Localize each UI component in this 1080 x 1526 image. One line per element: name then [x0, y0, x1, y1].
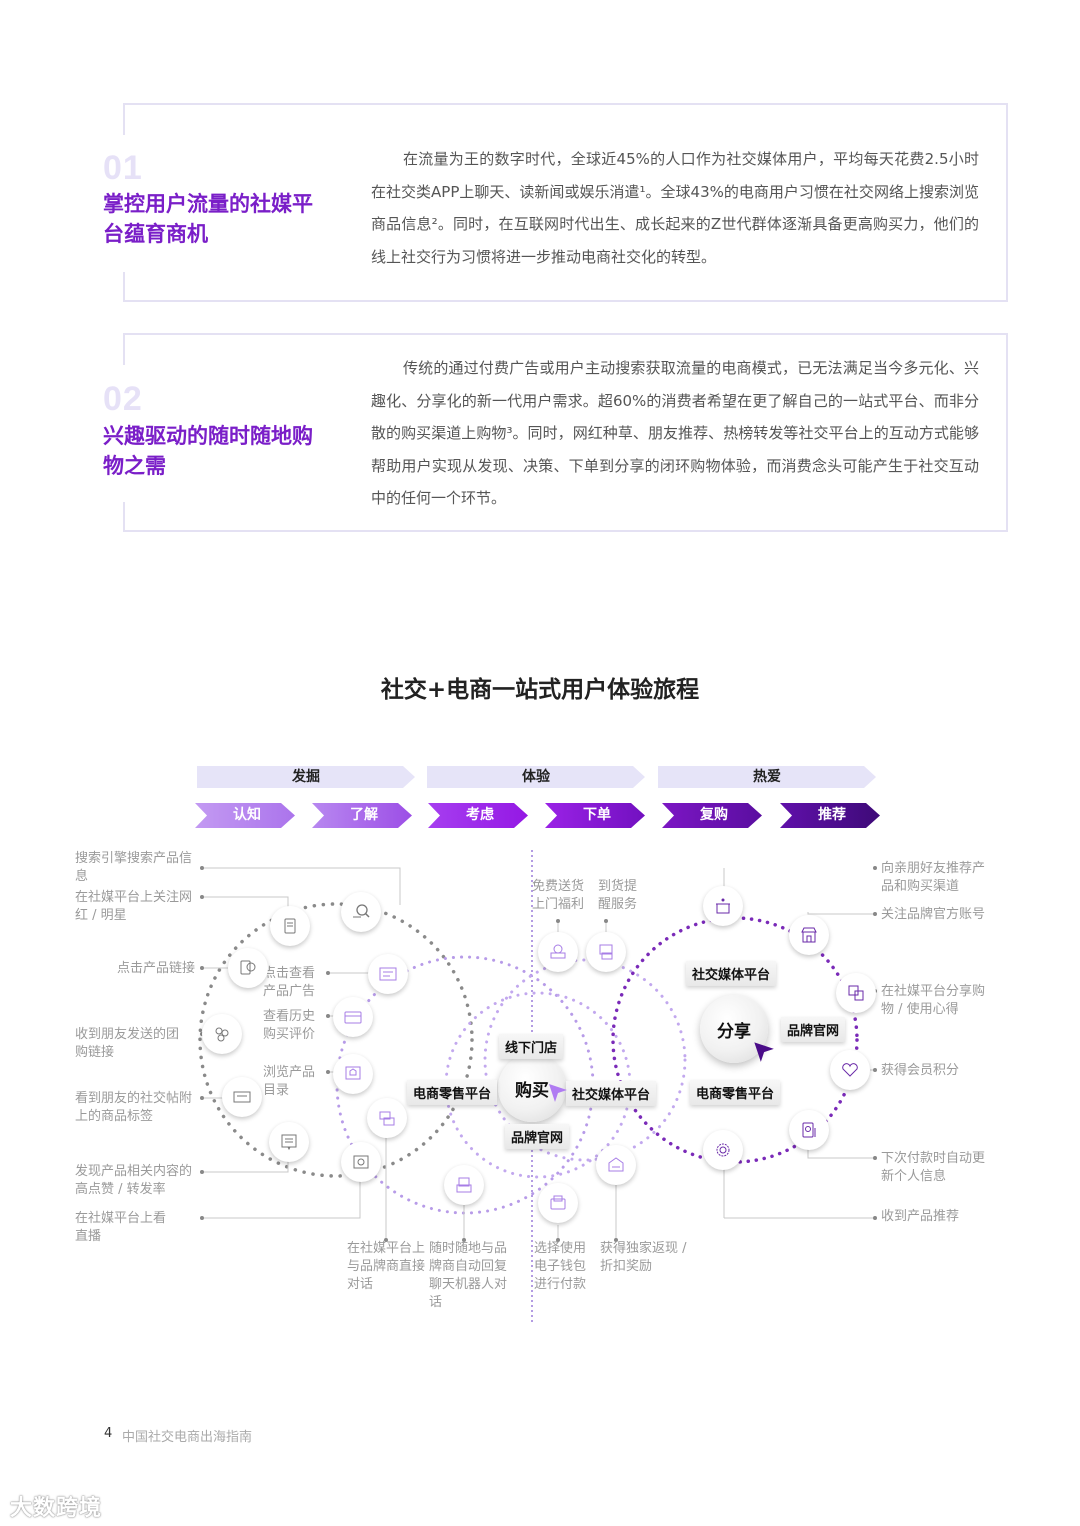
tag-offline-store: 线下门店	[499, 1034, 564, 1059]
review-card-icon	[333, 997, 373, 1037]
tag-ecommerce-platform: 电商零售平台	[690, 1080, 781, 1105]
sale-tag-icon	[596, 1145, 636, 1185]
cursor-icon	[754, 1042, 774, 1062]
cursor-icon	[549, 1084, 567, 1102]
label-follow-influencer: 在社媒平台上关注网红 / 明星	[75, 890, 193, 923]
delivery-icon	[538, 932, 578, 972]
label-search-engine: 搜索引擎搜索产品信息	[75, 851, 193, 884]
label-chatbot: 随时随地与品牌商自动回复聊天机器人对话	[429, 1241, 508, 1310]
content-post-icon	[269, 1122, 309, 1162]
tag-brand-site: 品牌官网	[781, 1017, 846, 1042]
label-share-experience: 在社媒平台分享购物 / 使用心得	[881, 984, 986, 1017]
label-cashback: 获得独家返现 / 折扣奖励	[600, 1241, 687, 1274]
step-repurchase: 复购	[662, 803, 762, 828]
click-link-icon	[228, 948, 268, 988]
label-view-reviews: 查看历史购买评价	[263, 1009, 316, 1042]
label-group-buy-link: 收到朋友发送的团购链接	[75, 1027, 180, 1060]
buy-hub: 购买	[498, 1054, 566, 1122]
label-view-ad: 点击查看产品广告	[263, 966, 316, 999]
tag-brand-site: 品牌官网	[505, 1124, 570, 1149]
label-e-wallet: 选择使用电子钱包进行付款	[534, 1241, 587, 1292]
phase-love: 热爱	[658, 766, 876, 788]
phase-experience: 体验	[427, 766, 645, 788]
group-buy-icon	[202, 1014, 242, 1054]
share-hub: 分享	[700, 995, 768, 1063]
label-auto-update-info: 下次付款时自动更新个人信息	[881, 1151, 986, 1184]
step-consider: 考虑	[428, 803, 528, 828]
section-body: 传统的通过付费广告或用户主动搜索获取流量的电商模式，已无法满足当今多元化、兴趣化…	[371, 359, 979, 507]
watermark-logo: 大数跨境	[10, 1496, 103, 1521]
label-follow-brand: 关注品牌官方账号	[881, 907, 986, 922]
document-title: 中国社交电商出海指南	[122, 1430, 253, 1445]
phase-discover: 发掘	[197, 766, 415, 788]
section-body: 在流量为王的数字时代，全球近45%的人口作为社交媒体用户，平均每天花费2.5小时…	[371, 150, 979, 266]
social-feed-icon	[270, 906, 310, 946]
ad-banner-icon	[368, 954, 408, 994]
section-title: 兴趣驱动的随时随地购物之需	[103, 424, 313, 478]
diagram-title: 社交+电商一站式用户体验旅程	[380, 677, 700, 703]
label-product-recommendation: 收到产品推荐	[881, 1209, 960, 1224]
label-click-product-link: 点击产品链接	[116, 961, 195, 976]
step-order: 下单	[545, 803, 645, 828]
section-number: 02	[103, 380, 143, 418]
label-brand-chat: 在社媒平台上与品牌商直接对话	[347, 1241, 426, 1292]
profile-update-icon	[789, 1110, 829, 1150]
storefront-icon	[789, 915, 829, 955]
label-social-post-tag: 看到朋友的社交帖附上的商品标签	[75, 1091, 193, 1124]
share-post-icon	[836, 973, 876, 1013]
notification-icon	[586, 932, 626, 972]
step-understand: 了解	[312, 803, 412, 828]
label-free-delivery: 免费送货上门福利	[532, 879, 585, 912]
gift-box-icon	[703, 886, 743, 926]
tag-social-platform: 社交媒体平台	[686, 961, 777, 986]
livestream-icon	[341, 1142, 381, 1182]
chatbot-icon	[444, 1165, 484, 1205]
e-wallet-icon	[538, 1183, 578, 1223]
step-recommend: 推荐	[780, 803, 880, 828]
label-arrival-reminder: 到货提醒服务	[598, 879, 638, 912]
search-icon	[341, 892, 381, 932]
tag-social-platform: 社交媒体平台	[566, 1081, 657, 1106]
label-high-engagement: 发现产品相关内容的高点赞 / 转发率	[75, 1164, 193, 1197]
label-livestream: 在社媒平台上看直播	[75, 1211, 167, 1244]
page-number: 4	[104, 1426, 113, 1441]
step-awareness: 认知	[195, 803, 295, 828]
label-browse-catalog: 浏览产品目录	[263, 1065, 316, 1098]
label-recommend-friends: 向亲朋好友推荐产品和购买渠道	[881, 861, 986, 894]
heart-points-icon	[830, 1050, 870, 1090]
section-card-01: 01 掌控用户流量的社媒平台蕴育商机 在流量为王的数字时代，全球近45%的人口作…	[103, 103, 1008, 302]
tag-ecommerce-platform: 电商零售平台	[407, 1080, 498, 1105]
section-card-02: 02 兴趣驱动的随时随地购物之需 传统的通过付费广告或用户主动搜索获取流量的电商…	[103, 333, 1008, 532]
label-member-points: 获得会员积分	[881, 1063, 960, 1078]
section-title: 掌控用户流量的社媒平台蕴育商机	[103, 192, 313, 246]
product-tag-icon	[222, 1077, 262, 1117]
catalog-icon	[333, 1054, 373, 1094]
section-number: 01	[103, 149, 143, 187]
recommendation-badge-icon	[703, 1130, 743, 1170]
chat-bubble-icon	[367, 1098, 407, 1138]
